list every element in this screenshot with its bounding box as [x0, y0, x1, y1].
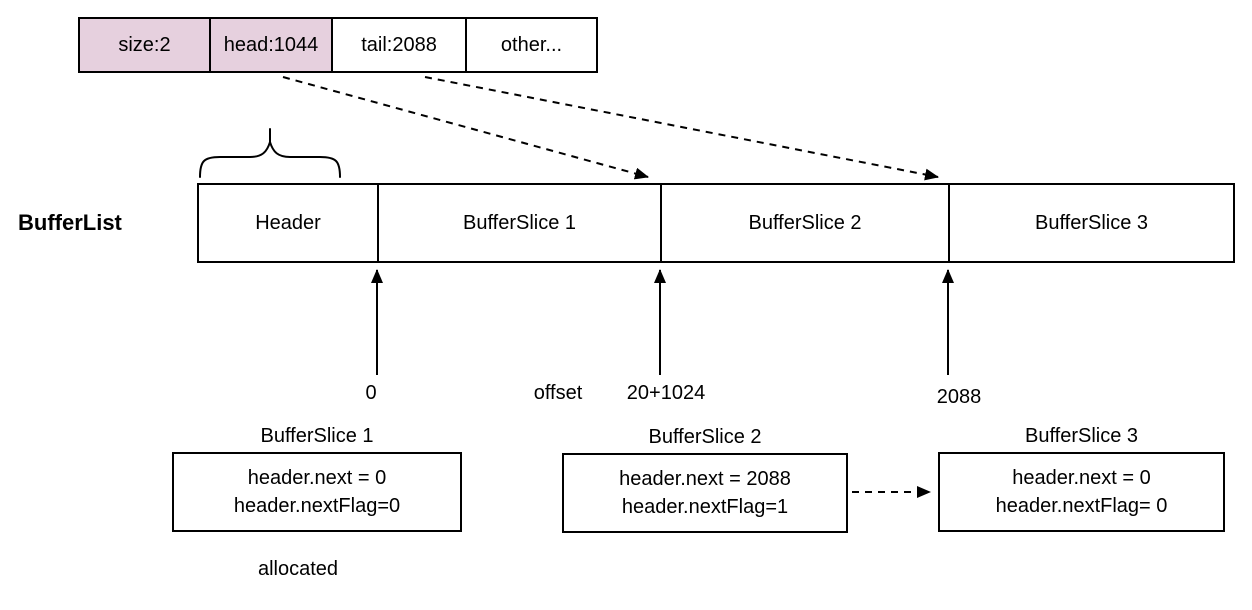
header-cell-other: other... — [467, 19, 596, 71]
offset-label-middle: 20+1024 — [626, 382, 706, 404]
slice2-line2: header.nextFlag=1 — [621, 496, 789, 518]
bufferlist-bar: Header BufferSlice 1 BufferSlice 2 Buffe… — [197, 183, 1235, 263]
header-brace — [199, 128, 341, 178]
header-cell-tail-label: tail:2088 — [361, 33, 437, 56]
slice1-line1: header.next = 0 — [247, 467, 387, 489]
offset-word-label: offset — [533, 382, 583, 404]
header-cell-head-label: head:1044 — [223, 33, 319, 56]
bar-section-slice1: BufferSlice 1 — [379, 185, 662, 261]
header-cell-tail: tail:2088 — [333, 19, 468, 71]
bar-section-header: Header — [199, 185, 379, 261]
slice2-box: header.next = 2088 header.nextFlag=1 — [562, 453, 848, 533]
header-struct-box: size:2 head:1044 tail:2088 other... — [78, 17, 598, 73]
head-pointer-arrow — [282, 76, 649, 180]
allocated-label: allocated — [257, 558, 339, 580]
slice3-line2: header.nextFlag= 0 — [995, 495, 1168, 517]
tail-pointer-arrow — [424, 76, 939, 181]
header-cell-size-label: size:2 — [118, 33, 171, 56]
slice3-box: header.next = 0 header.nextFlag= 0 — [938, 452, 1225, 532]
slice3-line1: header.next = 0 — [1012, 467, 1151, 489]
bar-section-slice3-label: BufferSlice 3 — [1034, 211, 1149, 234]
offset-label-zero: 0 — [365, 382, 377, 404]
header-cell-head: head:1044 — [210, 19, 334, 71]
bar-section-slice1-label: BufferSlice 1 — [462, 211, 577, 234]
header-cell-other-label: other... — [500, 33, 563, 56]
slice1-title: BufferSlice 1 — [260, 425, 374, 447]
slice3-title: BufferSlice 3 — [1024, 425, 1139, 447]
slice2-title: BufferSlice 2 — [648, 426, 762, 448]
offset-label-right: 2088 — [936, 386, 982, 408]
slice1-box: header.next = 0 header.nextFlag=0 — [172, 452, 462, 532]
header-cell-size: size:2 — [80, 19, 211, 71]
bufferlist-title: BufferList — [18, 210, 122, 235]
bar-section-slice3: BufferSlice 3 — [950, 185, 1233, 261]
bar-section-header-label: Header — [255, 211, 321, 234]
slice2-line1: header.next = 2088 — [619, 468, 791, 490]
slice1-line2: header.nextFlag=0 — [233, 495, 401, 517]
bar-section-slice2-label: BufferSlice 2 — [748, 211, 862, 234]
bar-section-slice2: BufferSlice 2 — [662, 185, 950, 261]
